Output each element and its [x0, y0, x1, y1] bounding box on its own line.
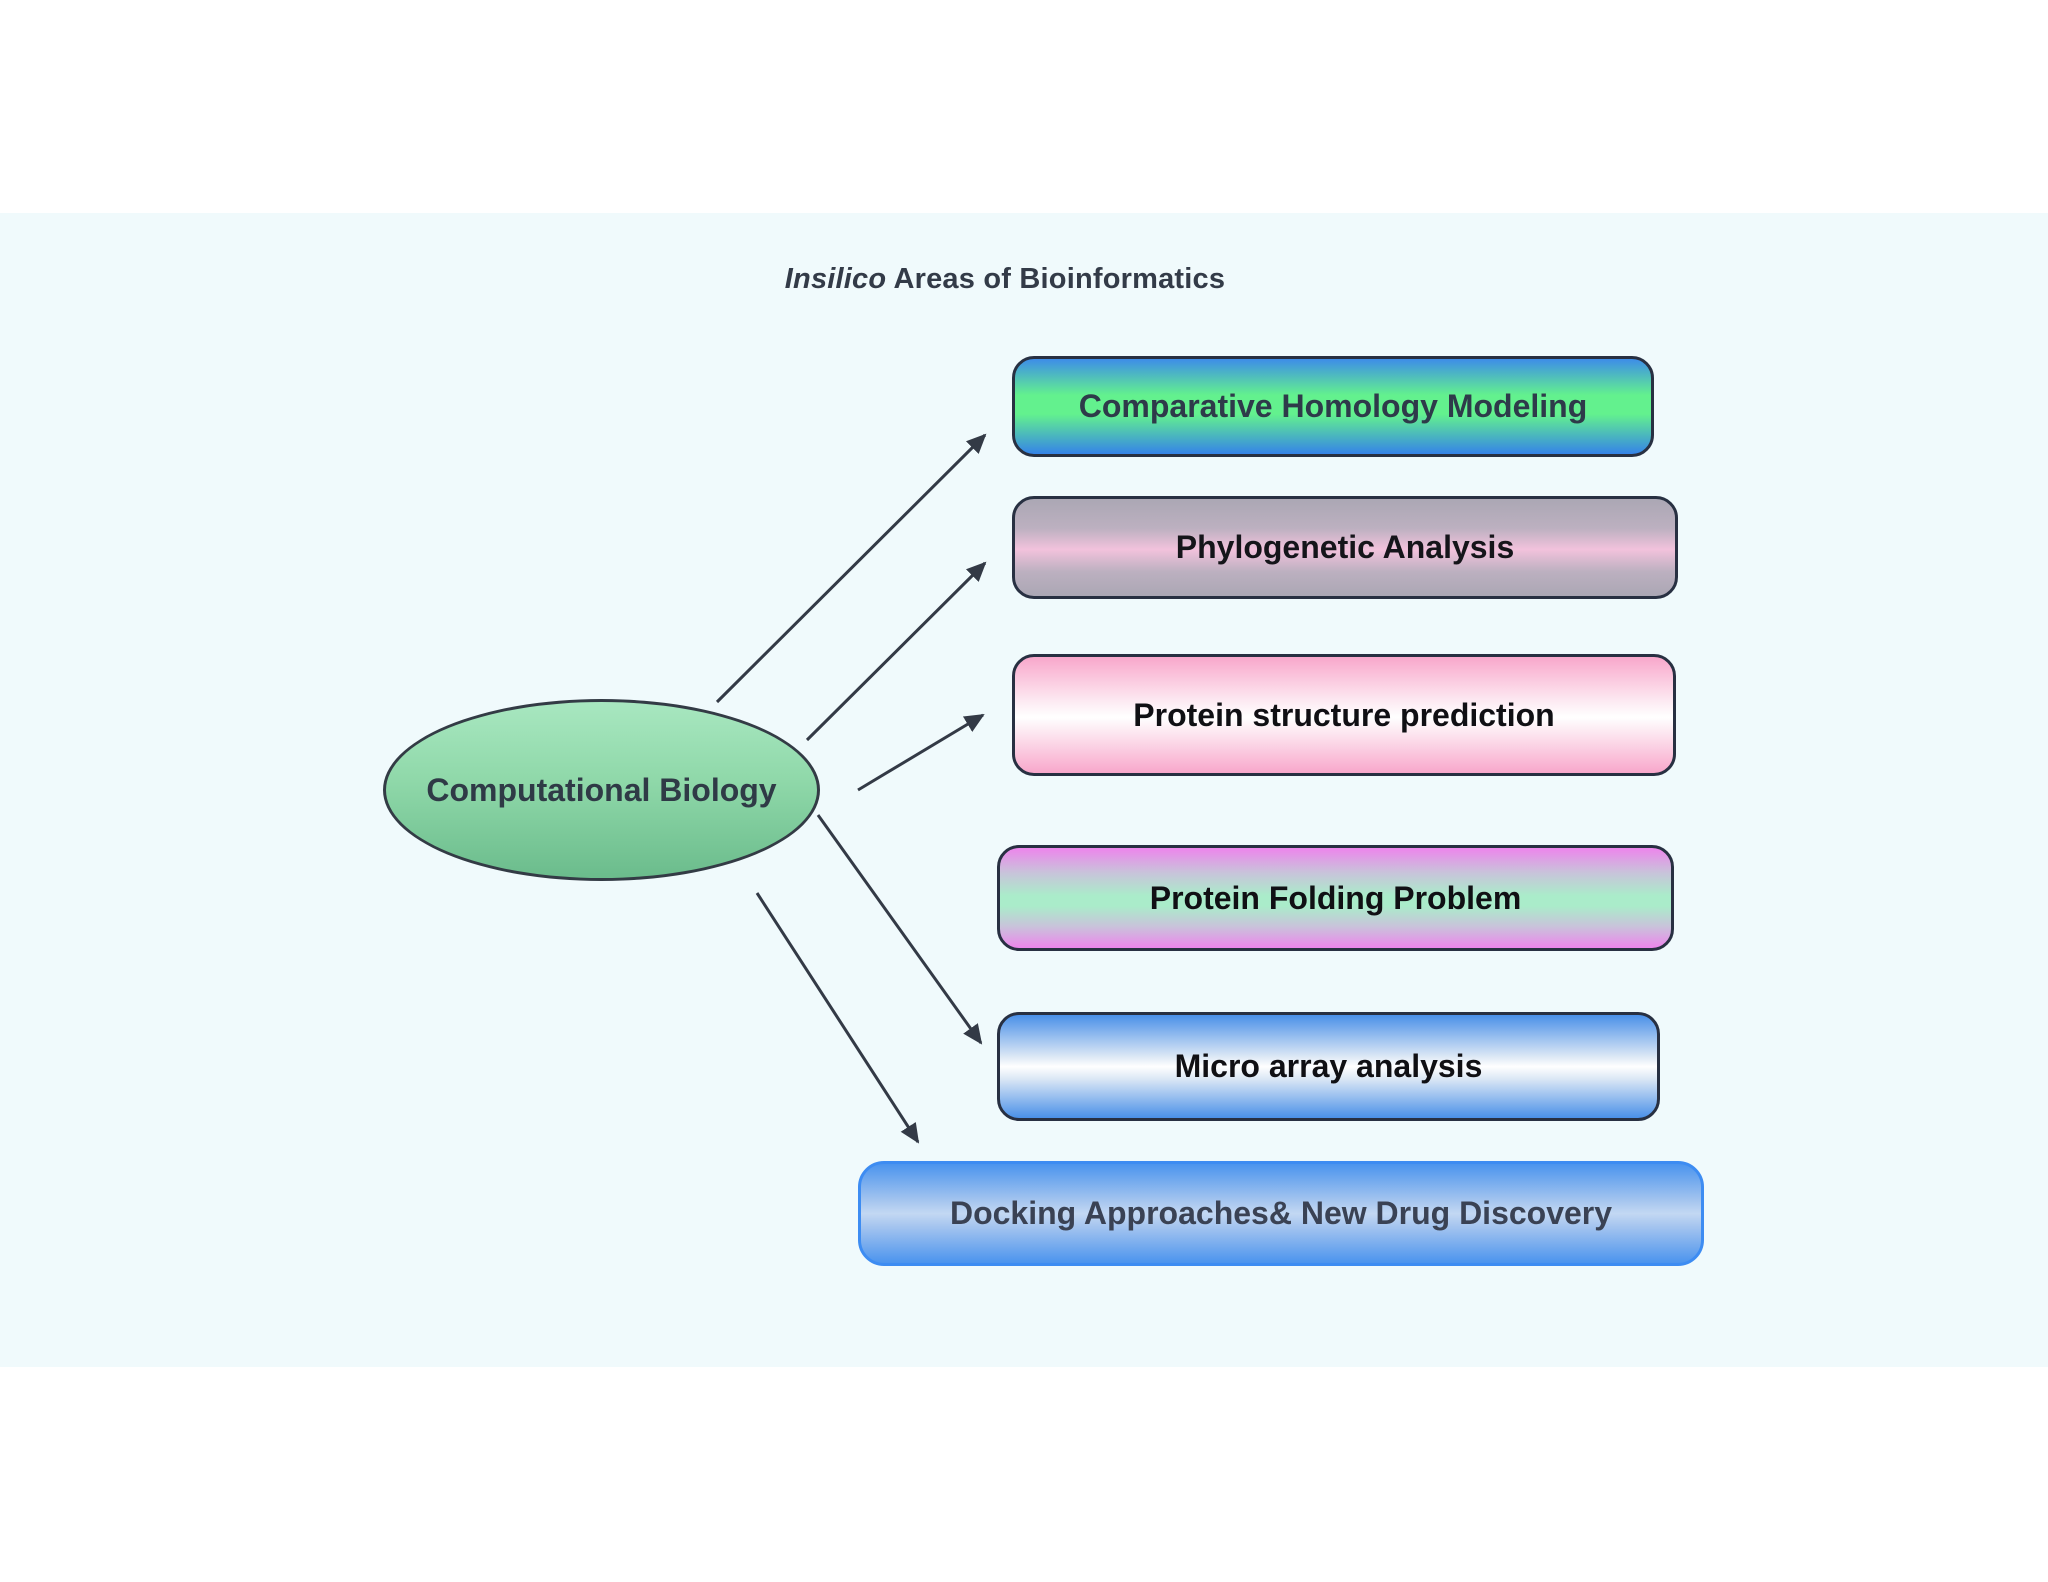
node-docking-approaches-new-drug-discovery: Docking Approaches& New Drug Discovery [858, 1161, 1704, 1266]
node-micro-array-analysis: Micro array analysis [997, 1012, 1660, 1121]
node-label: Protein structure prediction [1133, 696, 1555, 733]
node-label: Comparative Homology Modeling [1078, 388, 1588, 424]
node-protein-folding-problem: Protein Folding Problem [997, 845, 1674, 951]
title-rest-part: Areas of Bioinformatics [886, 263, 1226, 295]
node-phylogenetic-analysis: Phylogenetic Analysis [1012, 496, 1678, 599]
arrow-to-phylogenetic-analysis [805, 561, 987, 742]
arrow-to-docking-approaches [755, 892, 920, 1144]
arrow-to-micro-array-analysis [816, 814, 983, 1045]
node-label: Phylogenetic Analysis [1175, 529, 1515, 565]
node-label: Docking Approaches& New Drug Discovery [949, 1195, 1613, 1231]
computational-biology-node: Computational Biology [383, 699, 820, 881]
node-comparative-homology-modeling: Comparative Homology Modeling [1012, 356, 1654, 457]
arrow-to-protein-structure-prediction [857, 713, 985, 792]
computational-biology-label: Computational Biology [426, 771, 777, 808]
title-italic-part: Insilico [784, 263, 887, 295]
node-label: Micro array analysis [1174, 1048, 1483, 1084]
node-protein-structure-prediction: Protein structure prediction [1012, 654, 1676, 776]
diagram-title: Insilico Areas of Bioinformatics [770, 263, 1240, 296]
node-label: Protein Folding Problem [1149, 879, 1522, 916]
arrow-to-comparative-homology-modeling [715, 433, 987, 704]
